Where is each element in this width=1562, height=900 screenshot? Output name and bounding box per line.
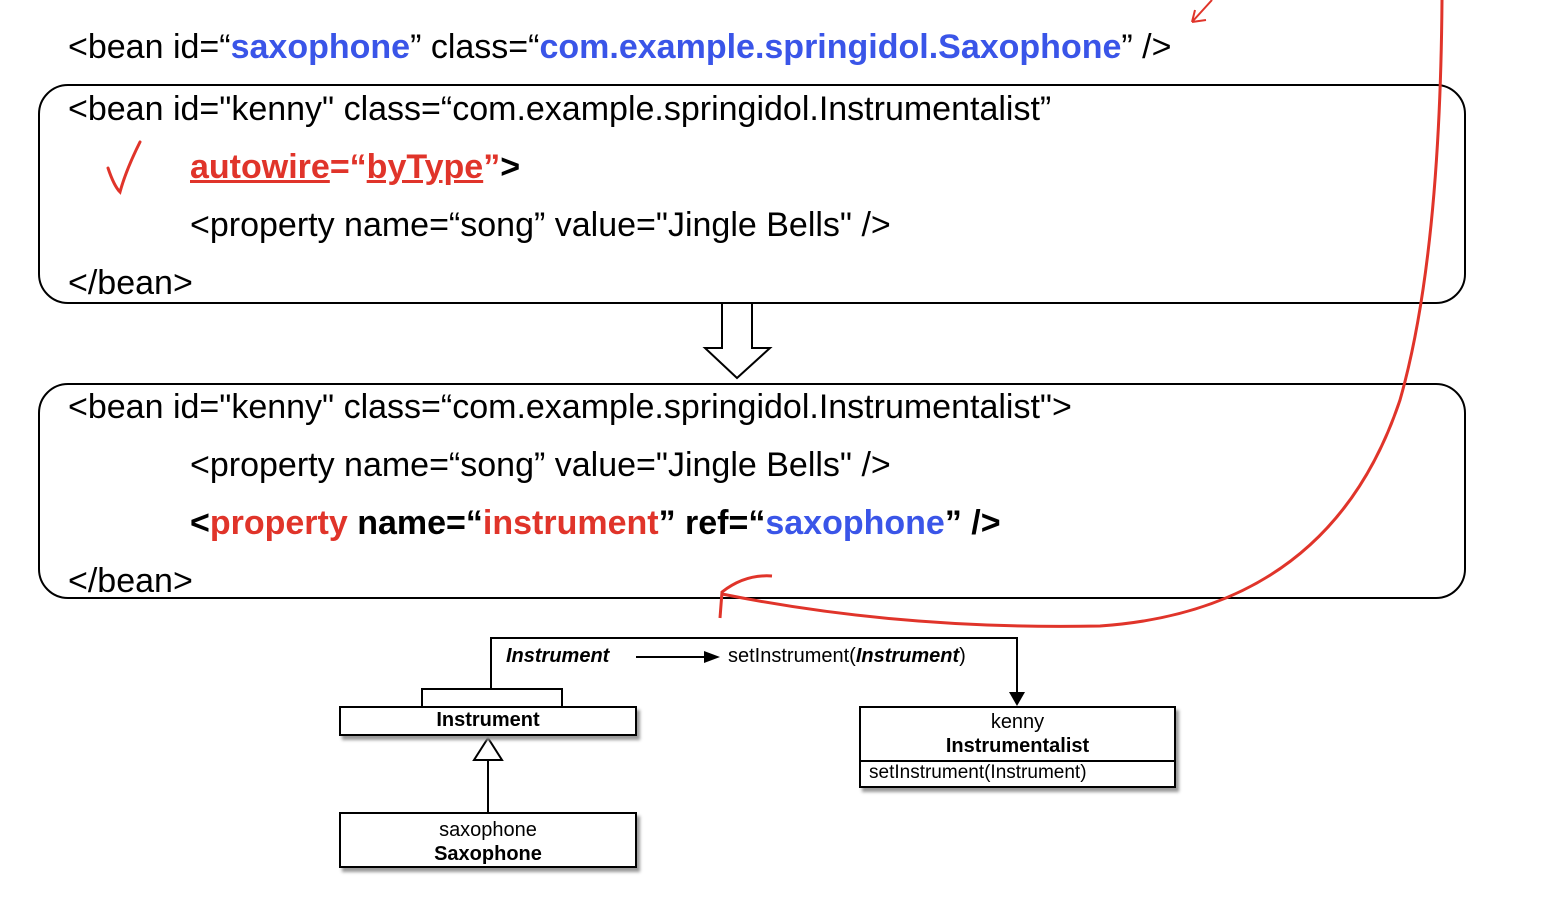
setter-suffix: ) xyxy=(959,645,966,667)
autowire-song-property: <property name=“song” value="Jingle Bell… xyxy=(190,206,891,244)
name-attr: name=“ xyxy=(347,504,483,542)
kenny-bean-id: kenny xyxy=(990,711,1045,733)
saxophone-class-name: Saxophone xyxy=(434,843,542,865)
saxophone-class-box: saxophone Saxophone xyxy=(339,812,637,868)
explicit-bean-box xyxy=(38,383,1466,599)
inheritance-triangle-icon xyxy=(472,736,504,761)
saxophone-id: saxophone xyxy=(230,28,411,66)
uml-flow-arrowhead-icon xyxy=(704,651,720,663)
setter-type: Instrument xyxy=(855,645,960,667)
kenny-class-name: Instrumentalist xyxy=(945,735,1090,757)
instrument-interface-name: Instrument xyxy=(436,709,540,731)
red-bracket-mark xyxy=(718,574,773,619)
autowire-quote: ” xyxy=(483,148,501,186)
kenny-method: setInstrument(Instrument) xyxy=(861,760,1174,785)
autowire-value: byType xyxy=(366,148,484,186)
autowire-eq: =“ xyxy=(329,148,367,186)
ref-value: saxophone xyxy=(765,504,945,542)
saxophone-bean-line: <bean id=“saxophone” class=“com.example.… xyxy=(68,30,1171,64)
property-lt: < xyxy=(190,504,210,542)
uml-connector-line xyxy=(490,637,1018,696)
property-close: ” /> xyxy=(944,504,1001,542)
instrument-interface-box: Instrument xyxy=(339,706,637,736)
uml-arrowhead-icon xyxy=(1009,692,1025,706)
explicit-bean-end: </bean> xyxy=(68,562,193,600)
autowire-bean-open: <bean id="kenny" class=“com.example.spri… xyxy=(68,90,1052,128)
name-value: instrument xyxy=(482,504,659,542)
uml-setter-label: setInstrument(Instrument) xyxy=(728,646,966,666)
transform-arrow-icon xyxy=(702,302,773,380)
saxophone-class: com.example.springidol.Saxophone xyxy=(539,28,1122,66)
uml-type-label: Instrument xyxy=(506,645,610,667)
red-curve-arrow xyxy=(721,0,1444,628)
bean-open-text: <bean id=“ xyxy=(68,28,231,66)
red-pointer-arrow-icon xyxy=(1191,0,1213,23)
kenny-class-box: kenny Instrumentalist setInstrument(Inst… xyxy=(859,706,1176,788)
explicit-bean-open: <bean id="kenny" class=“com.example.spri… xyxy=(68,388,1072,426)
explicit-instrument-property: <property name=“instrument” ref=“saxopho… xyxy=(190,506,1001,540)
autowire-bean-end: </bean> xyxy=(68,264,193,302)
checkmark-icon xyxy=(106,140,142,195)
class-attr-text: ” class=“ xyxy=(410,28,540,66)
saxophone-bean-id: saxophone xyxy=(439,819,537,841)
autowire-attribute-line: autowire=“byType”> xyxy=(190,150,520,184)
explicit-song-property: <property name=“song” value="Jingle Bell… xyxy=(190,446,891,484)
property-tag: property xyxy=(209,504,348,542)
autowire-attr: autowire xyxy=(190,148,330,186)
ref-attr: ” ref=“ xyxy=(658,504,766,542)
bean-close-text: ” /> xyxy=(1121,28,1172,66)
autowire-gt: > xyxy=(500,148,521,186)
setter-prefix: setInstrument( xyxy=(728,645,856,667)
